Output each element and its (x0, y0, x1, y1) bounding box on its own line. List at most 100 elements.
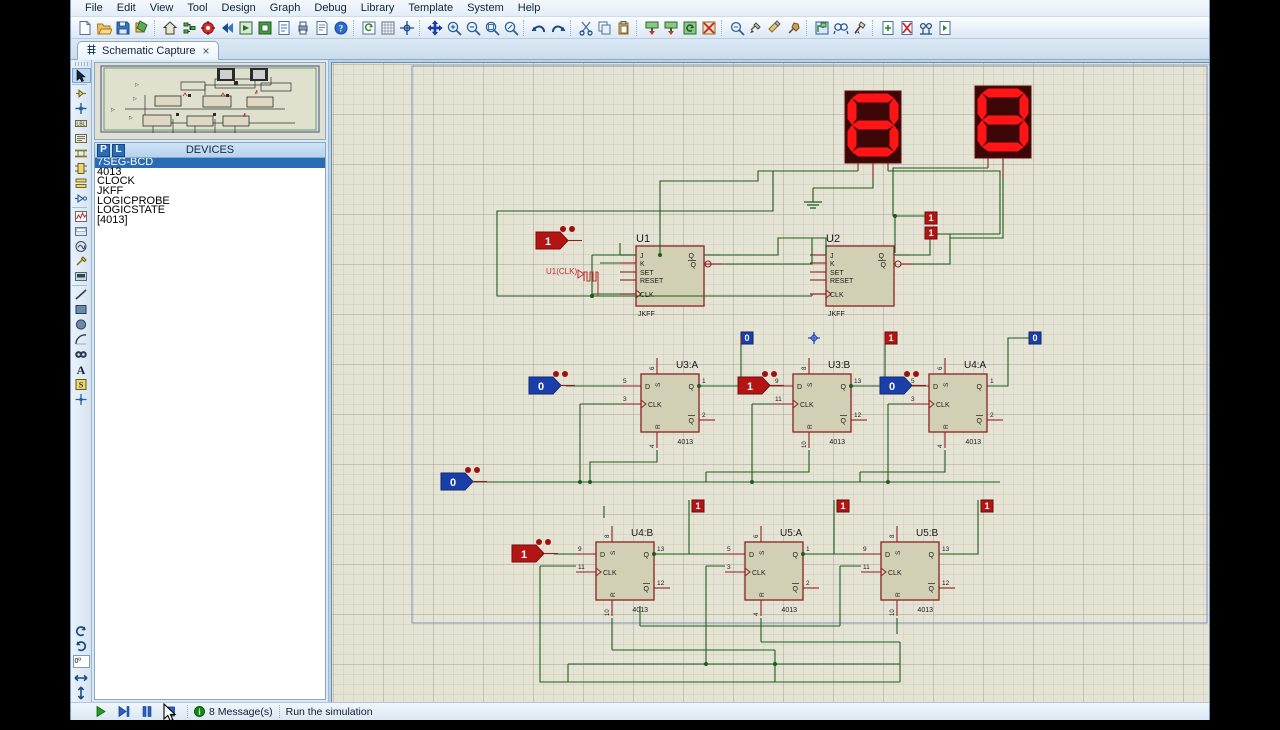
symbol-tool-icon[interactable]: S (72, 377, 91, 392)
wire[interactable] (539, 566, 900, 683)
state-button-up[interactable] (536, 539, 542, 545)
voltage-probe-mode-icon[interactable] (72, 254, 91, 269)
rotate-clockwise-icon[interactable] (72, 623, 91, 638)
bill-report-icon[interactable] (274, 19, 293, 37)
wire[interactable] (659, 170, 858, 243)
wire[interactable] (939, 500, 979, 555)
menu-item-debug[interactable]: Debug (314, 1, 347, 14)
logicstate-clk-bus[interactable]: 0 (440, 467, 487, 491)
device-list-item[interactable]: 7SEG-BCD (95, 158, 325, 168)
pan-icon[interactable] (425, 19, 444, 37)
mirror-horizontal-icon[interactable] (72, 670, 91, 685)
bill-of-materials-icon[interactable] (198, 19, 217, 37)
toggle-autorouter-icon[interactable] (812, 19, 831, 37)
logicstate-u4b-d[interactable]: 1 (511, 539, 558, 563)
menu-item-edit[interactable]: Edit (116, 1, 136, 14)
library-manager-button[interactable]: L (112, 143, 125, 157)
block-rotate-icon[interactable] (680, 19, 699, 37)
zoom-out-icon[interactable] (463, 19, 482, 37)
state-button-up[interactable] (904, 371, 910, 377)
wire[interactable] (722, 238, 813, 265)
block-copy-icon[interactable] (642, 19, 661, 37)
undo-icon[interactable] (529, 19, 548, 37)
paste-icon[interactable] (614, 19, 633, 37)
menu-item-file[interactable]: File (85, 1, 103, 14)
zoom-all-icon[interactable] (482, 19, 501, 37)
export-netlist-icon[interactable] (255, 19, 274, 37)
next-sheet-icon[interactable] (236, 19, 255, 37)
zoom-in-icon[interactable] (444, 19, 463, 37)
rotation-angle-field[interactable]: 0º (72, 655, 90, 668)
state-button-up[interactable] (553, 371, 559, 377)
state-button-down[interactable] (569, 226, 575, 232)
packaging-tool-icon[interactable] (765, 19, 784, 37)
logicprobe-u5b-q[interactable]: 1 (980, 499, 994, 513)
device-list-item[interactable]: 4013 (97, 165, 122, 178)
device-list-item[interactable]: [4013] (97, 214, 128, 227)
block-delete-icon[interactable] (699, 19, 718, 37)
menu-item-system[interactable]: System (467, 1, 504, 14)
refresh-icon[interactable] (359, 19, 378, 37)
tab-close-icon[interactable]: × (202, 44, 210, 58)
state-button-down[interactable] (913, 371, 919, 377)
zoom-area-icon[interactable] (501, 19, 520, 37)
logicstate-u4a-d[interactable]: 0 (879, 371, 926, 395)
wire[interactable] (888, 170, 1001, 234)
virtual-instrument-mode-icon[interactable] (72, 269, 91, 284)
redo-icon[interactable] (548, 19, 567, 37)
jk-flipflop[interactable] (810, 245, 912, 307)
device-list-item[interactable]: LOGICSTATE (97, 204, 166, 217)
help-icon[interactable]: ? (331, 19, 350, 37)
wire[interactable] (950, 234, 1004, 239)
wire[interactable] (860, 450, 946, 473)
remove-sheet-icon[interactable] (897, 19, 916, 37)
device-pin-mode-icon[interactable] (72, 191, 91, 206)
tab-schematic-capture[interactable]: Schematic Capture × (77, 41, 219, 60)
copy-icon[interactable] (595, 19, 614, 37)
device-list-item[interactable]: JKFF (97, 185, 124, 198)
d-flipflop[interactable] (725, 526, 823, 616)
toolbar-grip[interactable] (74, 62, 88, 66)
decompose-icon[interactable] (784, 19, 803, 37)
search-tag-icon[interactable] (831, 19, 850, 37)
device-list-item[interactable]: CLOCK (97, 175, 135, 188)
text-tool-icon[interactable]: A (72, 362, 91, 377)
d-flipflop[interactable] (621, 358, 719, 448)
rotate-counterclockwise-icon[interactable] (72, 638, 91, 653)
logicprobe-u3a-q[interactable]: 0 (740, 331, 754, 345)
save-file-icon[interactable] (113, 19, 132, 37)
clock-generator[interactable]: U1(CLK) (546, 267, 599, 296)
cut-icon[interactable] (576, 19, 595, 37)
line-tool-icon[interactable] (72, 287, 91, 302)
circle-tool-icon[interactable] (72, 317, 91, 332)
new-sheet-icon[interactable] (878, 19, 897, 37)
pick-from-library-icon[interactable] (727, 19, 746, 37)
marker-tool-icon[interactable] (72, 392, 91, 407)
box-tool-icon[interactable] (72, 302, 91, 317)
toggle-grid-icon[interactable] (378, 19, 397, 37)
logicprobe-u5a-q[interactable]: 1 (836, 499, 850, 513)
d-flipflop[interactable] (909, 358, 1007, 448)
stop-simulation-button[interactable] (158, 704, 181, 719)
menu-item-library[interactable]: Library (360, 1, 395, 14)
wire[interactable] (892, 167, 988, 217)
menu-item-template[interactable]: Template (408, 1, 454, 14)
wire[interactable] (496, 171, 774, 244)
wire[interactable] (912, 234, 951, 265)
tape-recorder-mode-icon[interactable] (72, 224, 91, 239)
home-icon[interactable] (160, 19, 179, 37)
menu-item-tool[interactable]: Tool (187, 1, 208, 14)
design-explorer2-icon[interactable] (935, 19, 954, 37)
message-count-label[interactable]: 8 Message(s) (209, 705, 273, 718)
d-flipflop[interactable] (861, 526, 959, 616)
open-file-icon[interactable] (94, 19, 113, 37)
state-button-down[interactable] (562, 371, 568, 377)
path-tool-icon[interactable] (72, 347, 91, 362)
state-button-down[interactable] (474, 467, 480, 473)
pause-simulation-button[interactable] (135, 704, 158, 719)
seven-segment-display-2[interactable] (974, 85, 1032, 159)
print-icon[interactable] (293, 19, 312, 37)
d-flipflop[interactable] (773, 358, 871, 448)
